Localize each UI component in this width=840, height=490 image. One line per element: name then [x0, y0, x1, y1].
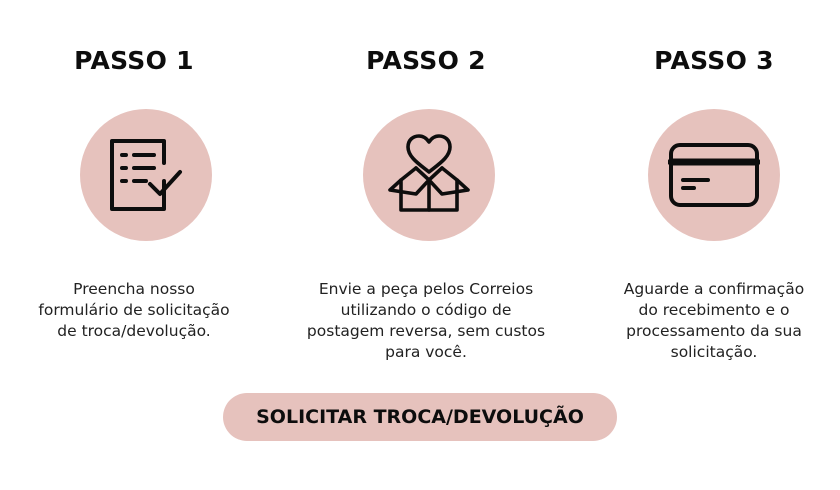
step-1-line-1: Preencha nosso	[73, 280, 195, 298]
step-2-icon-circle	[363, 109, 495, 241]
step-3-title: PASSO 3	[654, 46, 774, 75]
step-3-description: Aguarde a confirmação do recebimento e o…	[574, 279, 840, 363]
request-exchange-return-button[interactable]: SOLICITAR TROCA/DEVOLUÇÃO	[223, 393, 617, 441]
step-3-line-3: processamento da sua	[626, 322, 802, 340]
form-checklist-icon	[106, 135, 186, 215]
credit-card-icon	[668, 142, 760, 208]
step-2-line-2: utilizando o código de	[340, 301, 512, 319]
step-3-icon-circle	[648, 109, 780, 241]
step-2-line-1: Envie a peça pelos Correios	[318, 280, 534, 298]
step-2-line-3: postagem reversa, sem custos	[306, 322, 546, 340]
step-1-description: Preencha nosso formulário de solicitação…	[0, 279, 274, 342]
box-with-heart-icon	[386, 132, 472, 218]
step-2: PASSO 2 Envie a peça pelos Correios util…	[286, 0, 566, 380]
step-1: PASSO 1 Preencha nosso formulário de sol…	[0, 0, 274, 380]
step-1-line-3: de troca/devolução.	[57, 322, 211, 340]
step-3: PASSO 3 Aguarde a confirmação do recebim…	[574, 0, 840, 380]
step-1-line-2: formulário de solicitação	[38, 301, 230, 319]
step-3-line-2: do recebimento e o	[638, 301, 790, 319]
step-1-icon-circle	[80, 109, 212, 241]
step-1-title: PASSO 1	[74, 46, 194, 75]
step-3-line-1: Aguarde a confirmação	[623, 280, 805, 298]
step-2-line-4: para você.	[385, 343, 467, 361]
step-2-title: PASSO 2	[366, 46, 486, 75]
step-3-line-4: solicitação.	[670, 343, 758, 361]
step-2-description: Envie a peça pelos Correios utilizando o…	[286, 279, 566, 363]
